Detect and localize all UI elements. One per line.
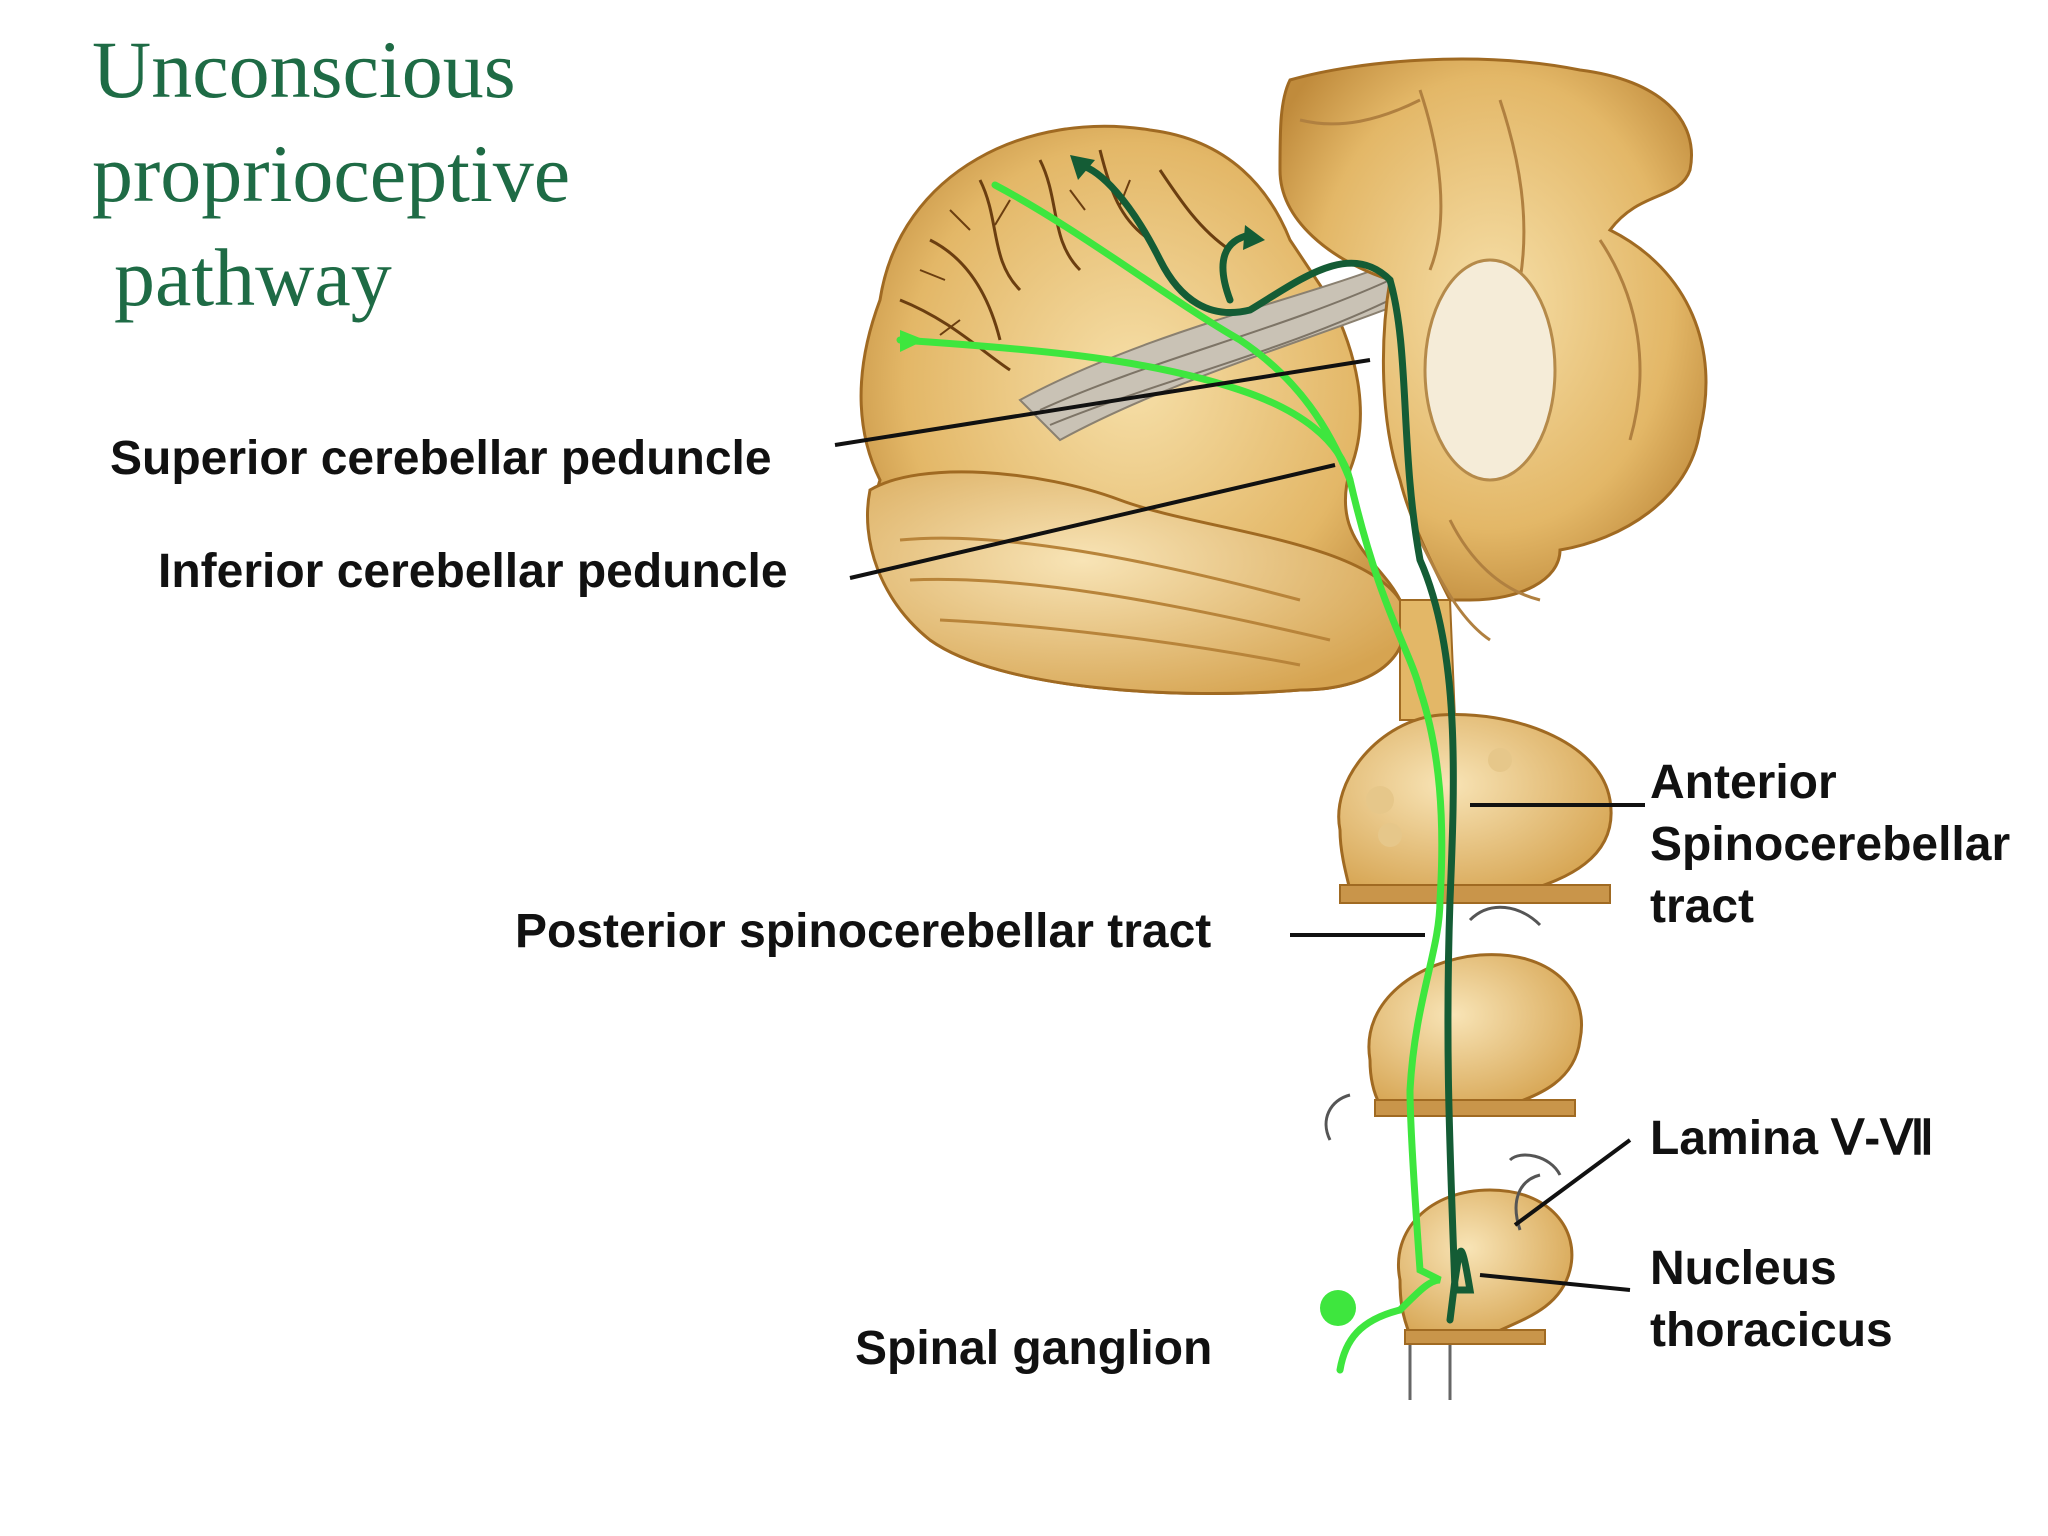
diagram-title: Unconscious proprioceptive pathway — [92, 18, 570, 330]
title-line-3: pathway — [114, 232, 392, 323]
label-anterior-line-2: Spinocerebellar — [1650, 818, 2011, 871]
cord-section-2 — [1324, 905, 1583, 1141]
cord-section-1 — [1337, 712, 1613, 904]
leader-nucleus-thoracicus — [1479, 1273, 1631, 1292]
title-line-1: Unconscious — [92, 24, 516, 115]
cord-section-3 — [1397, 1153, 1574, 1345]
leader-superior-peduncle — [834, 358, 1371, 447]
label-spinal-ganglion: Spinal ganglion — [855, 1322, 1213, 1375]
anterior-spinocerebellar-tract-path — [1070, 155, 1475, 1324]
label-nucleus-line-1: Nucleus — [1650, 1242, 1837, 1295]
label-anterior-spinocerebellar-tract: Anterior Spinocerebellar tract — [1650, 752, 2010, 938]
label-nucleus-line-2: thoracicus — [1650, 1304, 1893, 1357]
label-anterior-line-1: Anterior — [1650, 756, 1837, 809]
leader-lamina — [1513, 1138, 1632, 1227]
posterior-spinocerebellar-tract-path — [896, 181, 1446, 1374]
brainstem — [1278, 57, 1708, 642]
label-superior-cerebellar-peduncle: Superior cerebellar peduncle — [110, 432, 772, 485]
label-inferior-cerebellar-peduncle: Inferior cerebellar peduncle — [158, 545, 788, 598]
title-line-2: proprioceptive — [92, 128, 571, 219]
label-posterior-spinocerebellar-tract: Posterior spinocerebellar tract — [515, 905, 1212, 958]
label-anterior-line-3: tract — [1650, 880, 1755, 933]
label-lamina: Lamina Ⅴ-Ⅶ — [1650, 1112, 1934, 1165]
label-nucleus-thoracicus: Nucleus thoracicus — [1650, 1238, 1893, 1362]
leader-inferior-peduncle — [849, 463, 1336, 580]
